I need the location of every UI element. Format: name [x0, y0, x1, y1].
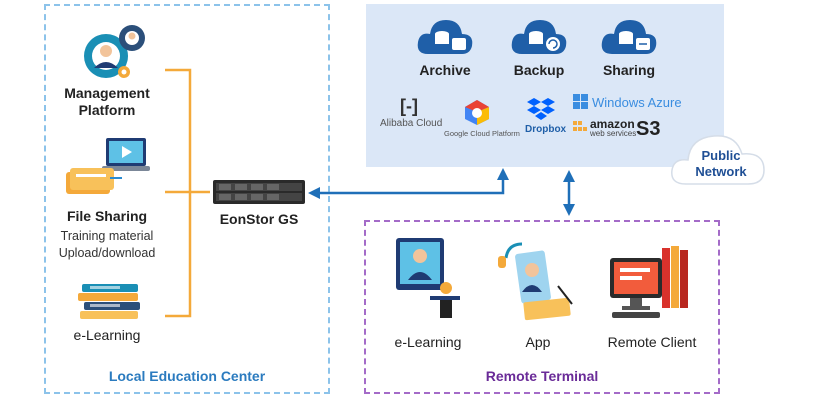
archive-label: Archive: [419, 62, 471, 78]
file-sharing-sub-line1: Training material: [60, 229, 154, 243]
device-name: EonStor GS: [219, 211, 299, 227]
backup-cloud-icon: [511, 20, 567, 54]
remote-terminal-title: Remote Terminal: [485, 368, 599, 384]
management-line2: Platform: [78, 102, 136, 118]
sharing-label: Sharing: [602, 62, 656, 78]
public-line1: Public: [701, 148, 741, 163]
vertical-arrow-down: [563, 204, 575, 216]
web-services-label: web services: [590, 129, 637, 138]
remote-client-label: Remote Client: [607, 334, 697, 350]
app-label: App: [525, 334, 551, 350]
gears-people-icon: [84, 25, 145, 78]
sharing-cloud-icon: [601, 20, 657, 54]
alibaba-cloud-label: Alibaba Cloud: [380, 118, 443, 129]
remote-elearning-label: e-Learning: [394, 334, 462, 350]
remote-client-icon: [610, 246, 688, 318]
management-line1: Management: [64, 85, 150, 101]
public-line2: Network: [695, 164, 747, 179]
amazon-label: amazon: [590, 117, 635, 131]
file-sharing-icon: [66, 138, 150, 194]
windows-azure-label: Windows Azure: [592, 95, 682, 110]
remote-elearning-icon: [396, 238, 460, 318]
s3-label: S3: [636, 118, 661, 140]
windows-logo-icon: [573, 94, 588, 109]
vertical-arrow-up: [563, 170, 575, 182]
file-sharing-label: File Sharing: [66, 208, 148, 224]
local-education-center-box: [44, 4, 330, 394]
arrow-head-left: [308, 187, 320, 199]
arrow-to-cloud: [318, 178, 505, 195]
backup-label: Backup: [513, 62, 565, 78]
file-sharing-sub: Training material Upload/download: [44, 228, 170, 262]
dropbox-logo-icon: [527, 98, 555, 120]
app-icon: [498, 242, 573, 321]
books-icon: [78, 284, 140, 319]
aws-logo-icon: [573, 121, 587, 131]
local-elearning-label: e-Learning: [73, 327, 141, 343]
public-network-label: Public Network: [676, 148, 766, 180]
dropbox-label: Dropbox: [525, 124, 567, 135]
amazon-web-services-label: amazon web services: [590, 117, 637, 139]
archive-cloud-icon: [417, 20, 473, 54]
arrow-head-up: [497, 168, 509, 180]
file-sharing-sub-line2: Upload/download: [58, 246, 156, 260]
alibaba-logo-icon: [-]: [400, 96, 418, 116]
local-education-center-title: Local Education Center: [108, 368, 266, 384]
google-cloud-label: Google Cloud Platform: [444, 129, 520, 138]
remote-terminal-box: [364, 220, 720, 394]
nas-device-icon: [213, 180, 305, 204]
management-platform-label: Management Platform: [52, 85, 162, 119]
google-cloud-logo-icon: [465, 100, 489, 125]
public-network-cloud-icon: [671, 135, 765, 185]
